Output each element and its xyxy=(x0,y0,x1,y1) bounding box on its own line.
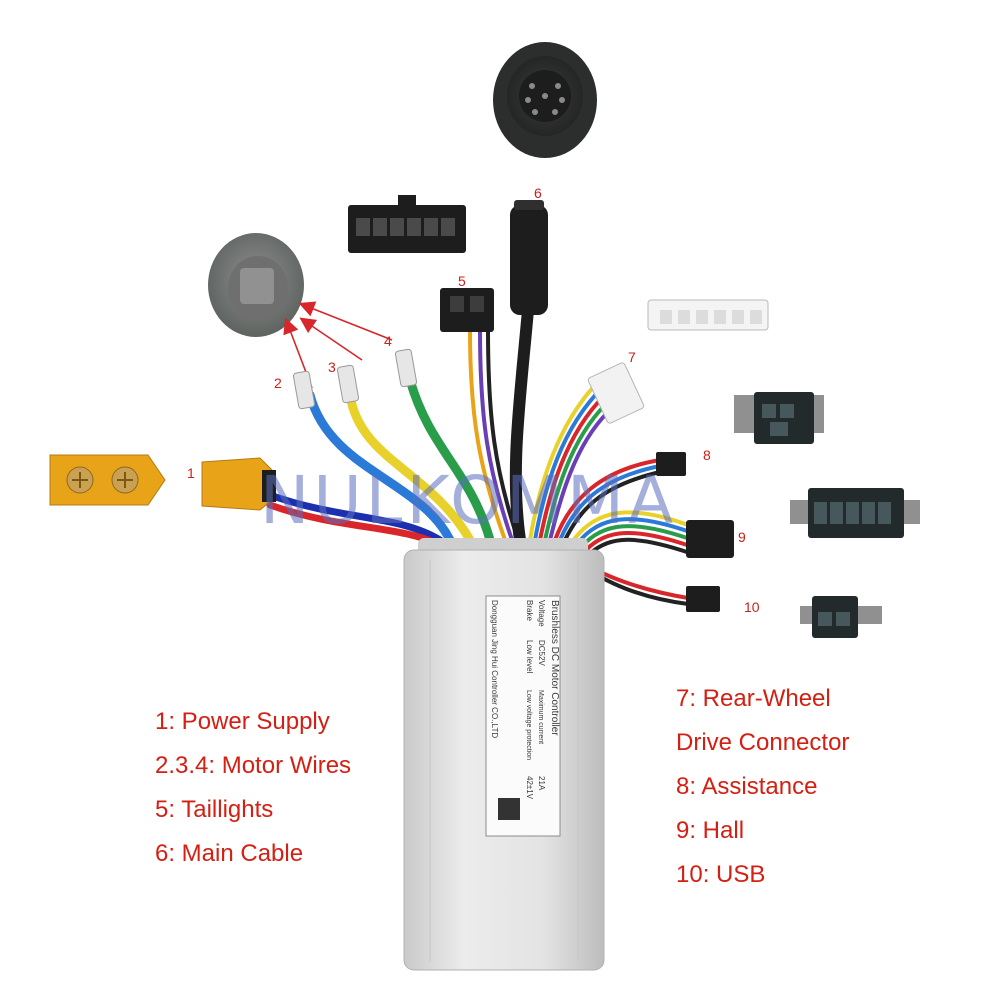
usb-connector xyxy=(686,586,882,638)
legend-usb: 10: USB xyxy=(676,861,766,888)
callout-4: 4 xyxy=(384,333,392,349)
assistance-connector xyxy=(656,392,824,476)
callout-6: 6 xyxy=(534,185,542,201)
callout-10: 10 xyxy=(744,599,760,615)
legend-rear-wheel: 7: Rear-Wheel xyxy=(676,685,831,712)
hall-connector xyxy=(686,488,920,558)
motor-wire-tips xyxy=(292,348,418,410)
label-current-value: 21A xyxy=(537,776,546,791)
legend-right: 7: Rear-Wheel Drive Connector 8: Assista… xyxy=(676,677,849,897)
label-brake: Brake xyxy=(525,600,534,621)
rear-wheel-connector-white xyxy=(587,299,769,424)
label-current: Maximum current xyxy=(537,690,544,744)
legend-left: 1: Power Supply 2.3.4: Motor Wires 5: Ta… xyxy=(155,700,351,876)
callout-8: 8 xyxy=(703,447,711,463)
label-protection: Low voltage protection xyxy=(525,690,532,760)
power-plug-xt60 xyxy=(49,454,276,511)
callout-numbers: 1 2 3 4 5 6 7 8 9 10 xyxy=(187,185,760,615)
callout-5: 5 xyxy=(458,273,466,289)
label-brake-value: Low level xyxy=(525,640,534,674)
legend-drive-connector: Drive Connector xyxy=(676,729,850,756)
wire-bundle xyxy=(266,304,692,606)
controller-housing xyxy=(403,538,605,971)
callout-2: 2 xyxy=(274,375,282,391)
callout-7: 7 xyxy=(628,349,636,365)
legend-main-cable: 6: Main Cable xyxy=(155,840,304,867)
main-cable-connector xyxy=(510,200,548,315)
motor-plug-cap xyxy=(208,233,304,337)
callout-3: 3 xyxy=(328,359,336,375)
legend-motor-wires: 2.3.4: Motor Wires xyxy=(155,752,352,779)
legend-assistance: 8: Assistance xyxy=(676,773,818,800)
callout-1: 1 xyxy=(187,465,195,481)
watermark: NULKOMMA xyxy=(260,462,678,539)
legend-power-supply: 1: Power Supply xyxy=(155,708,330,735)
label-voltage: Voltage xyxy=(537,600,546,627)
label-maker: Dongguan Jing Hui Controller CO.,LTD xyxy=(490,600,499,738)
round-connector-top xyxy=(493,42,597,158)
label-voltage-value: DC52V xyxy=(537,640,546,666)
taillight-connector xyxy=(440,288,494,332)
six-pin-connector-black xyxy=(348,195,466,253)
legend-taillights: 5: Taillights xyxy=(155,796,274,823)
callout-9: 9 xyxy=(738,529,746,545)
label-plate: Brushless DC Motor Controller Voltage DC… xyxy=(490,600,560,800)
label-title: Brushless DC Motor Controller xyxy=(549,600,560,736)
legend-hall: 9: Hall xyxy=(676,817,745,844)
label-protection-value: 42±1V xyxy=(525,776,534,800)
